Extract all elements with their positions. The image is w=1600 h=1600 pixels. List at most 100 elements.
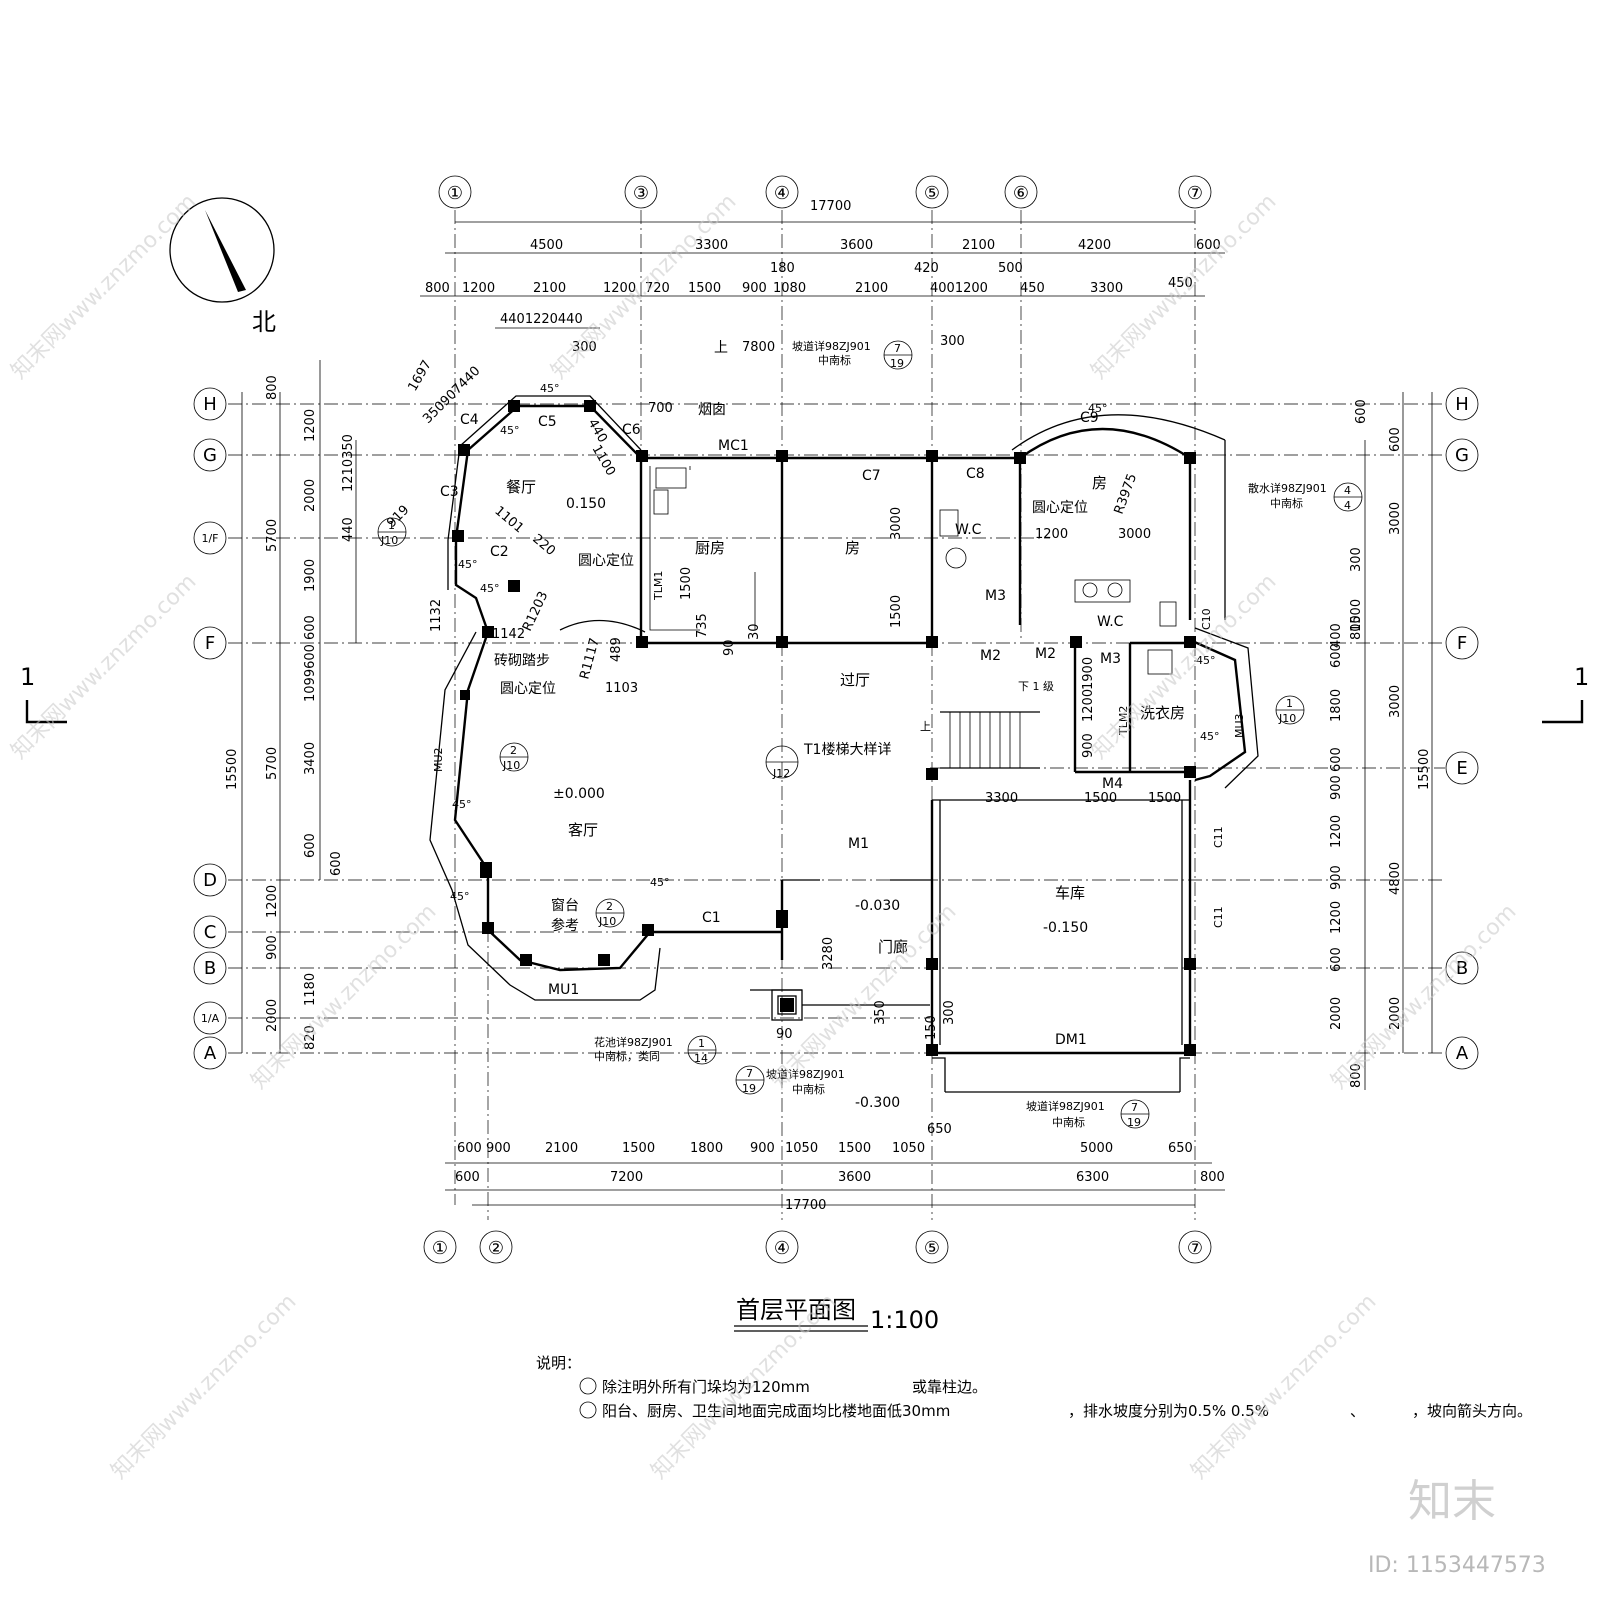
opening-C5: C5	[538, 414, 557, 430]
axis-label-right-G: G	[1455, 445, 1469, 466]
dim-left-600b: 600	[303, 833, 318, 858]
opening-C4: C4	[460, 412, 479, 428]
columns	[452, 400, 1196, 1056]
dim-top-600: 600	[1196, 238, 1221, 253]
dim-bot-600b: 600	[455, 1170, 480, 1185]
dim-bot-6300: 6300	[1076, 1170, 1109, 1185]
opening-C6: C6	[622, 422, 641, 438]
axis-label-left-1F: 1/F	[201, 532, 218, 545]
room-bedroom-1: 房	[845, 539, 860, 557]
opening-C1: C1	[702, 910, 721, 926]
ramp-3-ref-sheet: 19	[1127, 1116, 1141, 1129]
dim-angle-6: 45°	[450, 890, 470, 903]
axis-label-top-1: ①	[447, 183, 463, 204]
ramp-detail-3-std: 中南标	[1052, 1115, 1085, 1129]
watermark-4: 知末网www.znzmo.com	[7, 569, 202, 764]
dim-top-1500: 1500	[688, 281, 721, 296]
room-laundry: 洗衣房	[1140, 704, 1185, 722]
ramp-detail-2: 坡道详98ZJ901	[766, 1067, 845, 1081]
dim-angle-2: 45°	[500, 424, 520, 437]
elev-outside: -0.300	[855, 1095, 900, 1111]
dim-right-600c: 600	[1329, 643, 1344, 668]
room-living: 客厅	[568, 821, 598, 839]
dim-right-3000b: 3000	[1388, 685, 1403, 718]
dim-left-1900: 1900	[303, 559, 318, 592]
c2-ref-num: 1	[388, 519, 395, 532]
dim-top-420: 420	[914, 261, 939, 276]
dim-left-1210350: 1210350	[341, 434, 356, 492]
right-dimension-text: 15500 600 3000 3000 4800 2000 800 600 30…	[1329, 399, 1432, 1088]
axis-label-left-D: D	[203, 870, 217, 891]
circle-center-label-3: 圆心定位	[1032, 500, 1088, 516]
dim-right-1800: 1800	[1329, 689, 1344, 722]
dim-int-300: 300	[942, 1000, 957, 1025]
elev-garage: -0.150	[1043, 920, 1088, 936]
dim-right-2000a: 2000	[1388, 997, 1403, 1030]
opening-C3: C3	[440, 484, 459, 500]
general-notes: 说明： 除注明外所有门垛均为120mm 或靠柱边。 阳台、厨房、卫生间地面完成面…	[536, 1354, 1532, 1420]
dim-top-1080: 1080	[773, 281, 806, 296]
ramp-detail-3: 坡道详98ZJ901	[1026, 1099, 1105, 1113]
brand-id: ID: 1153447573	[1368, 1553, 1546, 1578]
dim-bot-1500b: 1500	[838, 1141, 871, 1156]
walls	[429, 395, 1259, 1093]
note-2-tail: ，坡向箭头方向。	[1412, 1402, 1532, 1420]
opening-MU1: MU1	[548, 982, 579, 998]
axis-label-left-H: H	[203, 394, 217, 415]
axis-label-right-B: B	[1456, 958, 1468, 979]
stair-treads	[949, 712, 1021, 768]
room-porch: 门廊	[878, 938, 908, 956]
dim-bot-650b: 650	[1168, 1141, 1193, 1156]
dim-int-1100: 1100	[589, 443, 619, 479]
dim-int-1900: 1900	[1081, 657, 1096, 690]
dim-int-220: 220	[529, 532, 558, 559]
axis-label-right-A: A	[1456, 1043, 1469, 1064]
dim-top-4401220440: 4401220440	[500, 312, 583, 327]
dim-int-90: 90	[722, 639, 737, 656]
note-2-sep: 、	[1350, 1402, 1365, 1420]
section-marks: 1 1	[20, 663, 1589, 724]
ramp-detail-1-std: 中南标	[818, 353, 851, 367]
dim-left-3400: 3400	[303, 742, 318, 775]
room-dining: 餐厅	[506, 478, 536, 496]
mu2-ref-sheet: J10	[502, 759, 520, 772]
sill-ref-sheet: J10	[598, 915, 616, 928]
dim-angle-10: 45°	[1088, 402, 1108, 415]
watermark-11: 知末网www.znzmo.com	[1187, 1289, 1382, 1484]
drawing-scale: 1:100	[870, 1306, 939, 1334]
dim-top-2100: 2100	[962, 238, 995, 253]
left-dimension-text: 15500 800 1200 5700 2000 1900 600 5700 3…	[225, 375, 444, 1050]
opening-M1: M1	[848, 836, 869, 852]
dim-top-720: 720	[645, 281, 670, 296]
opening-C11b: C11	[1212, 906, 1225, 928]
dim-top-total: 17700	[810, 199, 851, 214]
up-arrow-label: 上	[714, 340, 728, 356]
note-2-text: 阳台、厨房、卫生间地面完成面均比楼地面低30mm	[602, 1402, 950, 1420]
dim-right-900b: 900	[1329, 865, 1344, 890]
axis-label-top-6: ⑥	[1013, 183, 1029, 204]
dim-int-R1117: R1117	[577, 636, 602, 681]
ramp-1-ref-sheet: 19	[890, 357, 904, 370]
dim-top-4001200: 4001200	[930, 281, 988, 296]
dim-bot-7200: 7200	[610, 1170, 643, 1185]
stair-detail-label: T1楼梯大样详	[803, 742, 891, 758]
opening-M2a: M2	[980, 648, 1001, 664]
opening-M4: M4	[1102, 776, 1123, 792]
dim-right-600b: 600	[1354, 399, 1369, 424]
dim-int-3300: 3300	[985, 791, 1018, 806]
opening-C11a: C11	[1212, 826, 1225, 848]
opening-labels: C4 C5 C6 MC1 C7 C8 C9 C3 C2 TLM1 M3 M2 M…	[432, 410, 1246, 1048]
ramp-detail-2-std: 中南标	[792, 1082, 825, 1096]
dim-left-1200: 1200	[303, 409, 318, 442]
elev-dining: 0.150	[566, 496, 606, 512]
bottom-dimension-text: 600 900 2100 1500 1800 900 1050 1500 105…	[455, 1122, 1225, 1213]
dim-angle-5: 45°	[452, 798, 472, 811]
dim-top-2100a: 2100	[533, 281, 566, 296]
dim-left-5700b: 5700	[265, 747, 280, 780]
dim-right-800: 800	[1349, 1063, 1364, 1088]
dim-bot-5000: 5000	[1080, 1141, 1113, 1156]
opening-C9: C9	[1080, 410, 1099, 426]
planter-detail-std: 中南标，类同	[594, 1049, 660, 1063]
dim-int-1101: 1101	[491, 504, 526, 537]
